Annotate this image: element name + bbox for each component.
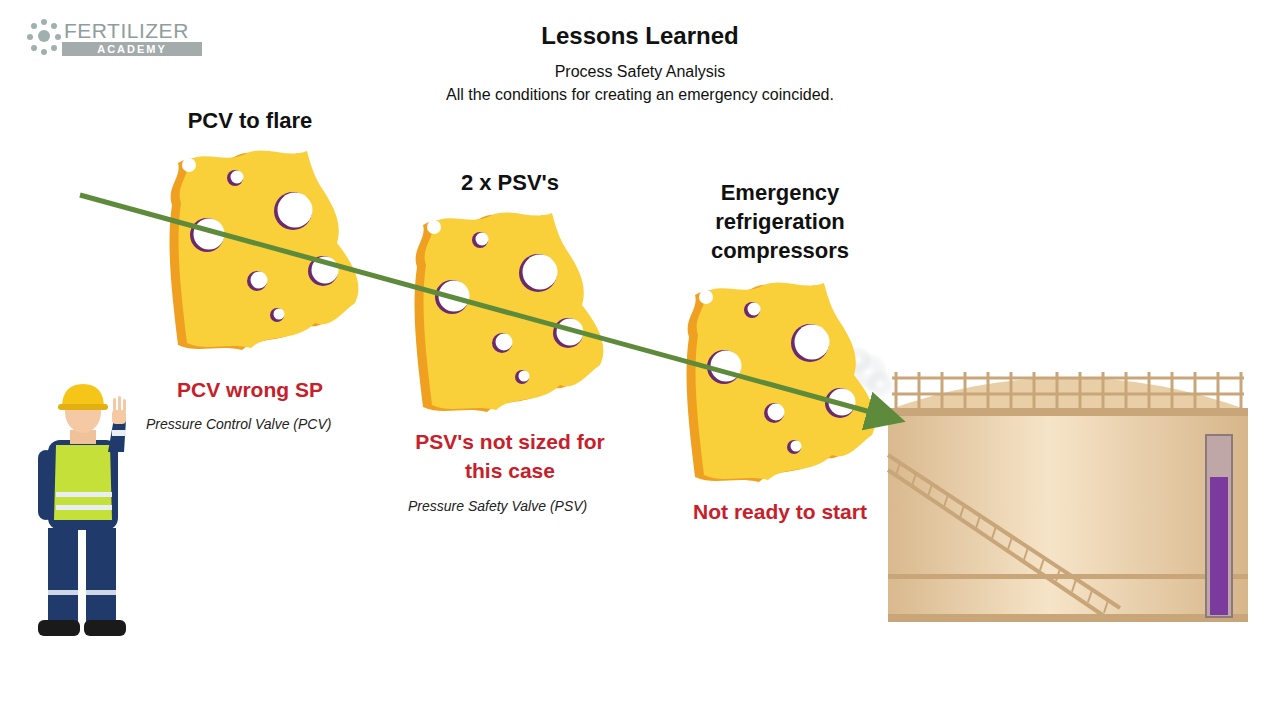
cheese-slice	[687, 282, 876, 482]
barrier-heading: 2 x PSV's	[400, 168, 620, 197]
barrier-slice: PCV to flarePCV wrong SP	[135, 106, 365, 404]
logo-icon	[27, 19, 61, 55]
abbreviation-note: Pressure Control Valve (PCV)	[146, 416, 331, 432]
logo-subtext: ACADEMY	[62, 42, 202, 56]
barrier-slice: Emergency refrigeration compressorsNot r…	[665, 178, 895, 526]
slice-space	[665, 265, 895, 497]
subtitle: All the conditions for creating an emerg…	[0, 86, 1280, 104]
barrier-heading: Emergency refrigeration compressors	[700, 178, 860, 265]
failure-note: PCV wrong SP	[140, 375, 360, 404]
barrier-heading: PCV to flare	[140, 106, 360, 135]
cheese-slice	[170, 150, 359, 350]
failure-note: Not ready to start	[670, 497, 890, 526]
logo-text: FERTILIZER	[64, 19, 189, 43]
slice-space	[395, 197, 625, 427]
barrier-slice: 2 x PSV'sPSV's not sized for this case	[395, 168, 625, 485]
failure-note: PSV's not sized for this case	[415, 427, 605, 485]
subtitle: Process Safety Analysis	[0, 63, 1280, 81]
logo-bar	[62, 42, 202, 56]
slice-space	[135, 135, 365, 375]
title: Lessons Learned	[0, 22, 1280, 50]
storage-tank	[888, 372, 1248, 622]
worker-figure	[38, 384, 126, 636]
abbreviation-note: Pressure Safety Valve (PSV)	[408, 498, 587, 514]
